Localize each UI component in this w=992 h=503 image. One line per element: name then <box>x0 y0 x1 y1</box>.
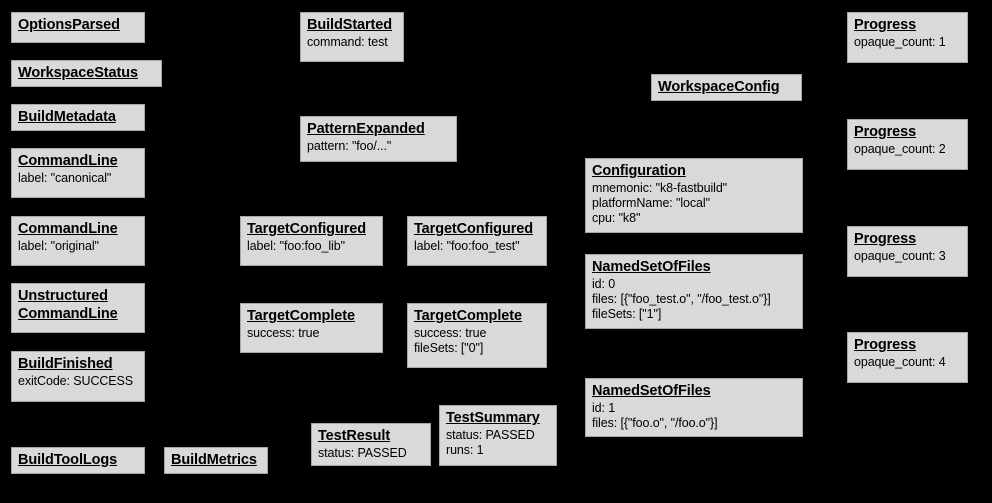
event-node-field: label: "foo:foo_test" <box>414 238 520 253</box>
event-node-title: TestSummary <box>446 410 540 426</box>
event-node-title: OptionsParsed <box>18 17 120 33</box>
event-node-title: TestResult <box>318 428 391 444</box>
event-node-field: status: PASSED <box>318 445 407 460</box>
event-node-field: status: PASSED <box>446 427 535 442</box>
event-node-title: NamedSetOfFiles <box>592 259 711 275</box>
event-node-build-tool-logs[interactable]: BuildToolLogs <box>11 447 145 474</box>
event-node-options-parsed[interactable]: OptionsParsed <box>11 12 145 43</box>
event-node-field: runs: 1 <box>446 442 484 457</box>
event-node-field: cpu: "k8" <box>592 211 641 226</box>
event-node-title: Progress <box>854 124 917 140</box>
event-node-title: BuildMetrics <box>171 452 257 468</box>
event-node-title: TargetComplete <box>247 308 355 324</box>
event-node-title: Progress <box>854 17 917 33</box>
event-node-field: files: [{"foo.o", "/foo.o"}] <box>592 415 718 430</box>
event-node-field: id: 1 <box>592 400 616 415</box>
event-node-field: command: test <box>307 34 388 49</box>
event-node-field: success: true <box>247 325 320 340</box>
event-node-title: Configuration <box>592 163 686 179</box>
event-node-title: WorkspaceConfig <box>658 79 780 95</box>
event-node-title: BuildStarted <box>307 17 393 33</box>
event-node-field: opaque_count: 1 <box>854 34 946 49</box>
event-node-title: BuildFinished <box>18 356 113 372</box>
event-node-build-metrics[interactable]: BuildMetrics <box>164 447 268 474</box>
event-node-field: id: 0 <box>592 276 616 291</box>
event-node-field: exitCode: SUCCESS <box>18 373 134 388</box>
event-node-title: Unstructured CommandLine <box>18 288 118 322</box>
event-node-field: opaque_count: 3 <box>854 248 946 263</box>
event-node-title: Progress <box>854 337 917 353</box>
event-node-field: pattern: "foo/..." <box>307 138 392 153</box>
event-node-unstructured-command-line[interactable]: Unstructured CommandLine <box>11 283 145 333</box>
event-node-title: TargetConfigured <box>414 221 533 237</box>
event-node-field: platformName: "local" <box>592 195 710 210</box>
event-node-build-metadata[interactable]: BuildMetadata <box>11 104 145 131</box>
event-node-title: TargetComplete <box>414 308 522 324</box>
event-node-title: PatternExpanded <box>307 121 425 137</box>
event-node-field: label: "foo:foo_lib" <box>247 238 345 253</box>
event-node-field: success: true <box>414 325 487 340</box>
event-node-title: Progress <box>854 231 917 247</box>
event-node-title: BuildMetadata <box>18 109 116 125</box>
event-node-title: TargetConfigured <box>247 221 366 237</box>
event-node-field: mnemonic: "k8-fastbuild" <box>592 180 728 195</box>
event-node-title: CommandLine <box>18 153 118 169</box>
event-node-title: NamedSetOfFiles <box>592 383 711 399</box>
event-node-workspace-status[interactable]: WorkspaceStatus <box>11 60 162 87</box>
event-node-field: label: "original" <box>18 238 99 253</box>
event-node-title: CommandLine <box>18 221 118 237</box>
event-node-title: BuildToolLogs <box>18 452 118 468</box>
event-node-field: opaque_count: 2 <box>854 141 946 156</box>
event-node-workspace-config[interactable]: WorkspaceConfig <box>651 74 802 101</box>
event-node-field: fileSets: ["0"] <box>414 340 484 355</box>
event-node-field: files: [{"foo_test.o", "/foo_test.o"}] <box>592 291 771 306</box>
event-node-field: opaque_count: 4 <box>854 354 946 369</box>
event-node-field: fileSets: ["1"] <box>592 307 662 322</box>
event-node-field: label: "canonical" <box>18 170 112 185</box>
event-node-title: WorkspaceStatus <box>18 65 138 81</box>
